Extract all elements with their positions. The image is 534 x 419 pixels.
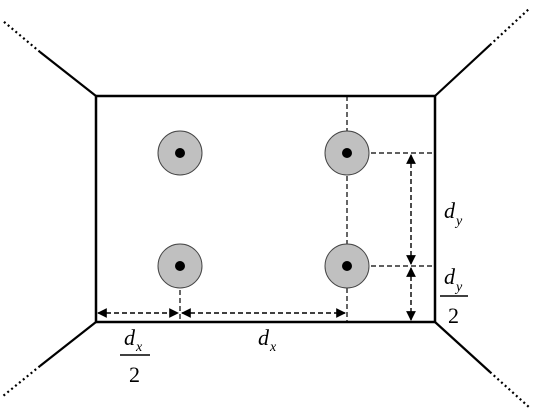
label-half-dy-numerator: d — [444, 264, 456, 289]
pile-bottom-right — [324, 243, 370, 289]
pile-bottom-left — [157, 243, 203, 289]
label-half-dy: d y 2 — [440, 264, 468, 328]
piles — [157, 130, 370, 289]
perspective-lines — [39, 44, 491, 373]
pile-top-right — [324, 130, 370, 176]
pile-top-left — [157, 130, 203, 176]
perspective-line-bottom-left — [39, 321, 97, 367]
pile-center — [175, 148, 185, 158]
pile-center — [342, 148, 352, 158]
perspective-dotted-top-right — [489, 7, 531, 46]
label-dy-main: d — [444, 198, 456, 223]
perspective-dotted-lines — [2, 7, 531, 409]
label-half-dx-denominator: 2 — [129, 362, 140, 387]
perspective-line-bottom-right — [434, 321, 491, 373]
label-dy: d y — [444, 198, 463, 229]
label-half-dx: d x 2 — [120, 325, 150, 387]
pile-cap-outline — [94, 94, 437, 324]
pile-center — [175, 261, 185, 271]
label-dx-main: d — [258, 325, 270, 350]
label-half-dy-denominator: 2 — [448, 303, 459, 328]
perspective-line-top-right — [434, 44, 491, 97]
label-half-dx-numerator: d — [124, 325, 136, 350]
perspective-line-top-left — [39, 51, 97, 97]
perspective-dotted-top-left — [2, 20, 41, 53]
label-half-dx-numerator-sub: x — [135, 340, 143, 355]
perspective-dotted-bottom-right — [489, 371, 531, 409]
perspective-dotted-bottom-left — [2, 365, 41, 397]
label-dx: d x — [258, 325, 277, 355]
dimension-guides — [179, 96, 435, 322]
label-half-dy-numerator-sub: y — [454, 280, 463, 295]
label-dy-sub: y — [454, 214, 463, 229]
label-dx-sub: x — [269, 340, 277, 355]
dimension-arrows — [97, 154, 416, 321]
pile-center — [342, 261, 352, 271]
